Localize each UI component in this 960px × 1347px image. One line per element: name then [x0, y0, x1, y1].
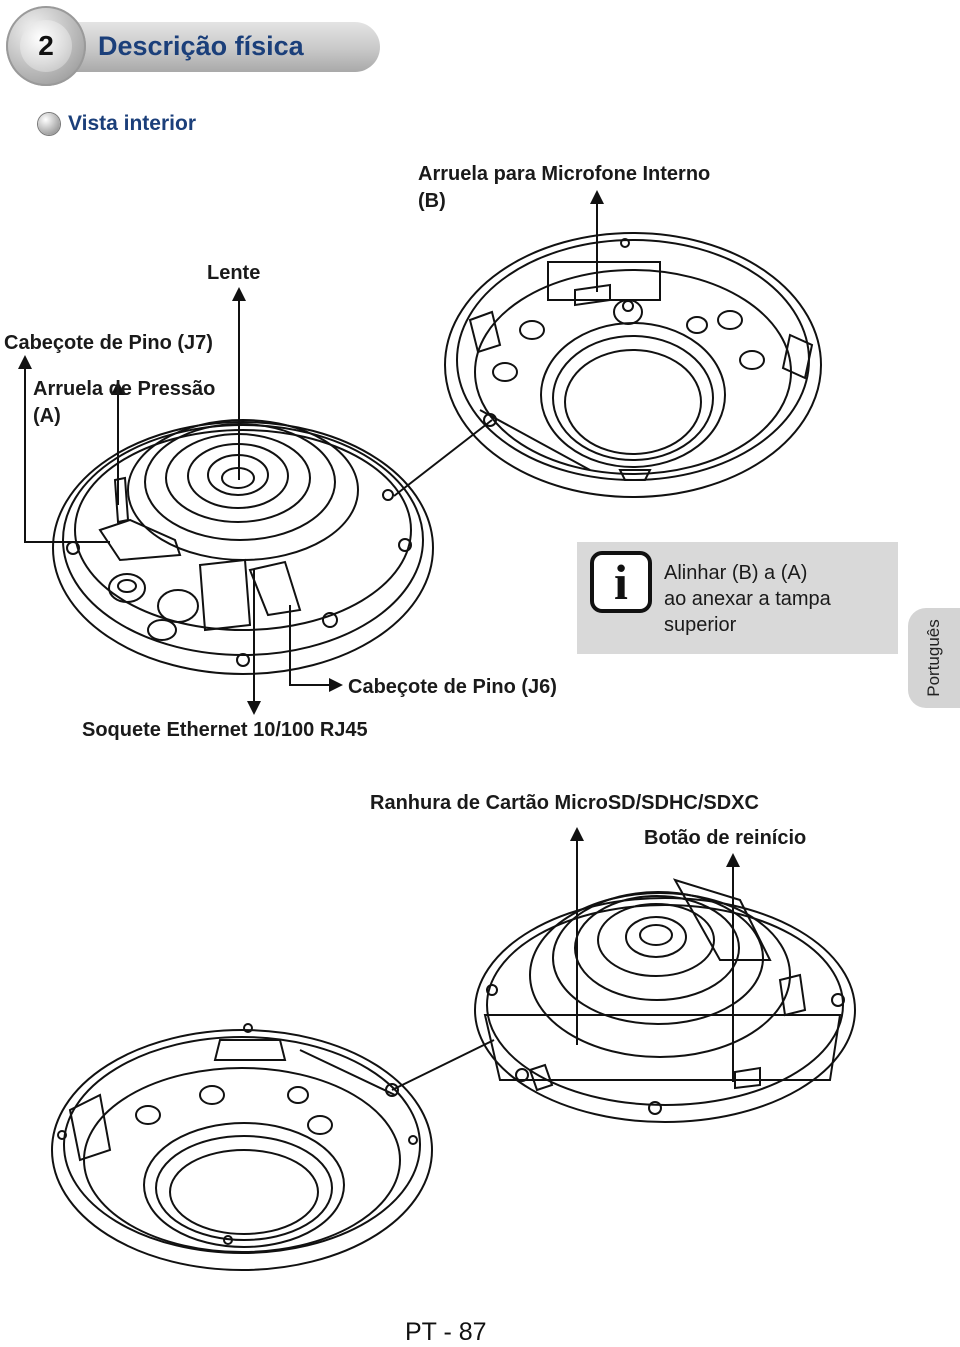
top-cover-upper — [444, 232, 822, 498]
camera-base-lower — [474, 878, 856, 1123]
label-pressure-washer: Arruela de Pressão — [33, 378, 216, 400]
top-cover-lower — [51, 1023, 433, 1271]
label-card-slot: Ranhura de Cartão MicroSD/SDHC/SDXC — [370, 792, 759, 814]
info-icon: i — [590, 551, 652, 613]
alignment-line-lower — [391, 1039, 495, 1091]
language-label: Português — [924, 619, 943, 697]
note-line-2: ao anexar a tampa — [664, 588, 831, 610]
alignment-line-upper — [393, 419, 493, 497]
note-text: Alinhar (B) a (A) ao anexar a tampa supe… — [664, 560, 894, 638]
label-pin-header-j7: Cabeçote de Pino (J7) — [4, 332, 213, 354]
chapter-number: 2 — [20, 20, 72, 72]
label-pressure-washer-a: (A) — [33, 405, 61, 427]
label-ethernet-socket: Soquete Ethernet 10/100 RJ45 — [82, 719, 368, 741]
note-line-3: superior — [664, 614, 737, 636]
note-line-1: Alinhar (B) a (A) — [664, 562, 808, 584]
language-tab — [908, 608, 960, 708]
section-header-bar — [55, 22, 380, 72]
label-microphone-washer: Arruela para Microfone Interno — [418, 163, 711, 185]
lower-callouts — [570, 827, 740, 1082]
upper-callouts — [18, 190, 604, 715]
subsection-title: Vista interior — [68, 112, 196, 135]
label-lens: Lente — [207, 262, 261, 284]
page-number: PT - 87 — [405, 1318, 487, 1346]
label-microphone-washer-b: (B) — [418, 190, 446, 212]
section-title: Descrição física — [98, 31, 304, 61]
camera-base-upper — [52, 419, 434, 675]
bullet-icon — [38, 113, 60, 135]
label-reset-button: Botão de reinício — [644, 827, 807, 849]
label-pin-header-j6: Cabeçote de Pino (J6) — [348, 676, 557, 698]
